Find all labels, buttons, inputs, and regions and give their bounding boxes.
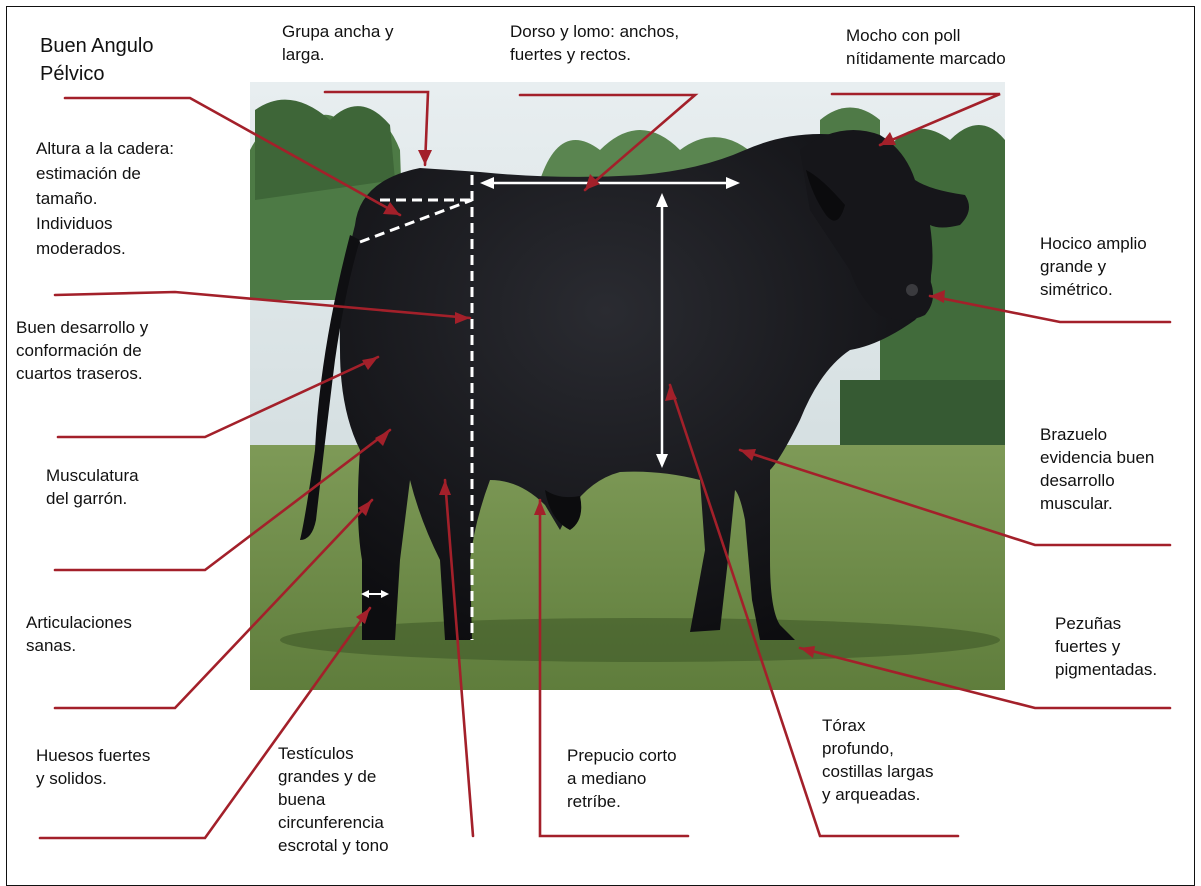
label-articulaciones: Articulaciones sanas. bbox=[26, 613, 132, 655]
leader-arrowheads bbox=[356, 132, 945, 658]
leader-testiculos bbox=[443, 478, 475, 838]
label-mocho: Mocho con poll nítidamente marcado bbox=[846, 26, 1006, 68]
label-testiculos: Testículos grandes y de buena circunfere… bbox=[278, 744, 389, 855]
label-torax: Tórax profundo, costillas largas y arque… bbox=[822, 716, 934, 804]
label-brazuelo: Brazuelo evidencia buen desarrollo muscu… bbox=[1040, 425, 1155, 513]
leader-torax bbox=[668, 383, 960, 838]
leader-altura bbox=[53, 290, 472, 320]
label-angulo-pelvico: Buen Angulo Pélvico bbox=[40, 35, 154, 85]
leader-hocico bbox=[928, 294, 1172, 324]
leader-brazuelo bbox=[738, 448, 1172, 547]
label-altura: Altura a la cadera: estimación de tamaño… bbox=[36, 139, 174, 258]
leader-prepucio bbox=[538, 498, 690, 838]
leader-lines bbox=[38, 90, 1172, 840]
leader-grupa bbox=[323, 90, 430, 167]
measurement-guides bbox=[359, 175, 740, 640]
leader-pezunas bbox=[798, 646, 1172, 710]
label-dorso: Dorso y lomo: anchos, fuertes y rectos. bbox=[510, 22, 680, 64]
leader-cuartos bbox=[56, 355, 380, 439]
label-prepucio: Prepucio corto a mediano retríbe. bbox=[567, 746, 677, 811]
label-cuartos: Buen desarrollo y conformación de cuarto… bbox=[16, 318, 149, 383]
bull-silhouette bbox=[300, 130, 969, 640]
label-huesos: Huesos fuertes y solidos. bbox=[36, 746, 151, 788]
leader-angulo-pelvico bbox=[63, 96, 402, 217]
leader-articulaciones bbox=[53, 498, 374, 710]
leader-garron bbox=[53, 428, 392, 572]
label-hocico: Hocico amplio grande y simétrico. bbox=[1040, 234, 1147, 299]
leader-mocho bbox=[830, 92, 1001, 147]
label-garron: Musculatura del garrón. bbox=[46, 466, 139, 508]
leader-huesos bbox=[38, 606, 372, 840]
label-pezunas: Pezuñas fuertes y pigmentadas. bbox=[1055, 614, 1158, 679]
label-grupa: Grupa ancha y larga. bbox=[282, 22, 394, 64]
leader-dorso bbox=[518, 93, 699, 192]
